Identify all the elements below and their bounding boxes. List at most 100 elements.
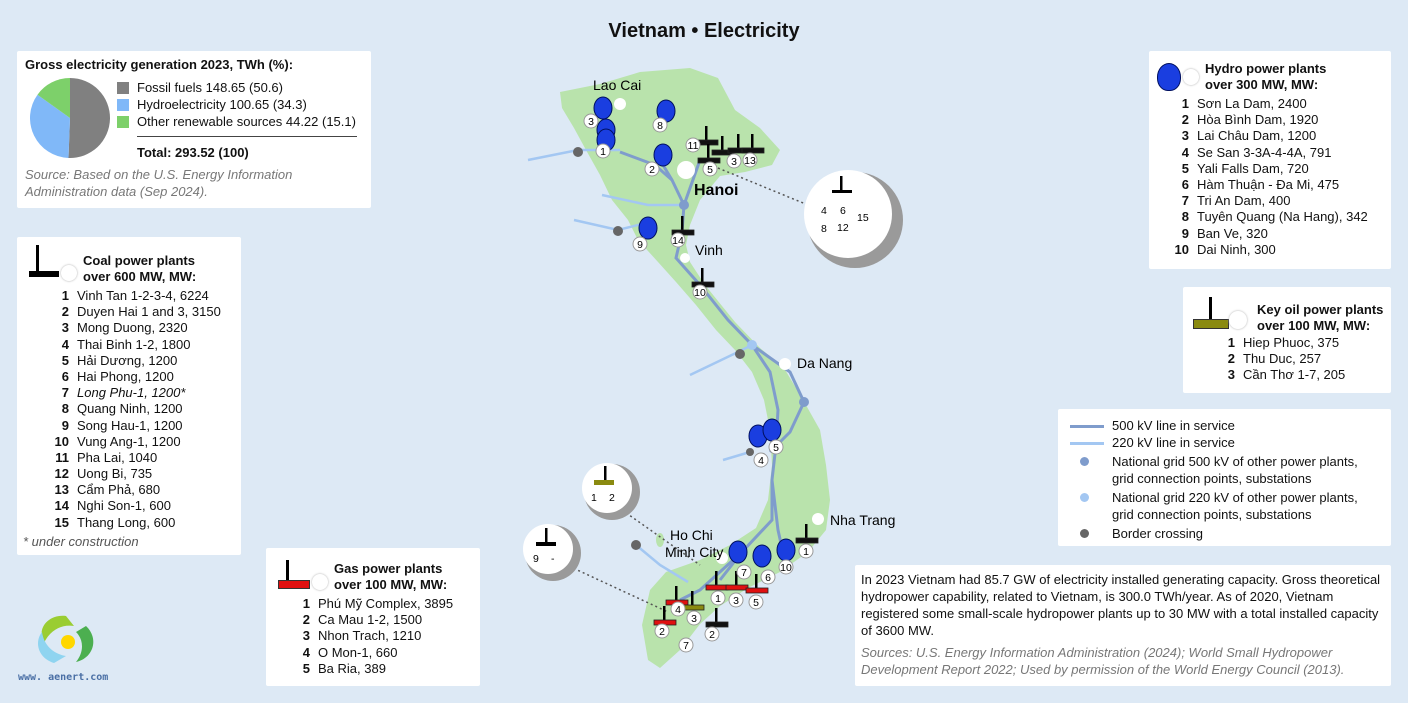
page-title: Vietnam • Electricity bbox=[608, 20, 800, 42]
pie-slice bbox=[68, 78, 110, 158]
plant-number: 1 bbox=[600, 146, 606, 158]
thermal-plant-icon bbox=[795, 537, 819, 544]
plant-number: 9 bbox=[637, 239, 643, 251]
hydro-item: 7 Tri An Dam, 400 bbox=[1167, 193, 1368, 209]
coal-item-label: Nghi Son-1, 600 bbox=[77, 498, 171, 514]
gas-item-number: 3 bbox=[302, 628, 310, 644]
city-hanoi: Hanoi bbox=[694, 182, 738, 199]
plant-number: 10 bbox=[694, 287, 706, 299]
hydro-item: 1 Sơn La Dam, 2400 bbox=[1167, 96, 1368, 112]
thermal-plant-icon bbox=[725, 584, 749, 591]
info-sources: Sources: U.S. Energy Information Adminis… bbox=[861, 645, 1345, 677]
info-panel: In 2023 Vietnam had 85.7 GW of electrici… bbox=[855, 565, 1391, 686]
thermal-plant-icon bbox=[705, 621, 729, 628]
coal-item-label: Quang Ninh, 1200 bbox=[77, 401, 183, 417]
generation-legend-label: Fossil fuels 148.65 (50.6) bbox=[137, 80, 283, 95]
hydro-plant-icon bbox=[752, 544, 772, 568]
generation-title: Gross electricity generation 2023, TWh (… bbox=[25, 57, 294, 72]
svg-text:6: 6 bbox=[840, 205, 846, 217]
plant-number: 5 bbox=[707, 164, 713, 176]
gas-item-label: Phú Mỹ Complex, 3895 bbox=[318, 596, 454, 611]
aenert-logo-icon bbox=[38, 615, 94, 663]
plant-number: 7 bbox=[683, 640, 689, 652]
coal-item-number: 15 bbox=[54, 514, 69, 530]
hydro-item-number: 4 bbox=[1181, 144, 1189, 160]
generation-legend-label: Hydroelectricity 100.65 (34.3) bbox=[137, 97, 307, 112]
map-legend: 500 kV line in service 220 kV line in se… bbox=[1058, 409, 1391, 546]
logo-text: www. aenert.com bbox=[18, 672, 109, 683]
city-vinh: Vinh bbox=[695, 242, 723, 258]
coal-item-number: 3 bbox=[61, 320, 69, 336]
legend-grid500-2: grid connection points, substations bbox=[1112, 471, 1312, 486]
plant-number: 5 bbox=[753, 597, 759, 609]
oil-item-number: 2 bbox=[1227, 351, 1235, 367]
gas-item-label: O Mon-1, 660 bbox=[318, 644, 398, 660]
hydro-item-label: Tri An Dam, 400 bbox=[1197, 193, 1291, 209]
coal-item-number: 1 bbox=[61, 288, 69, 303]
hydro-plant-icon bbox=[593, 96, 613, 120]
coal-item: 8 Quang Ninh, 1200 bbox=[47, 401, 221, 417]
svg-text:15: 15 bbox=[857, 212, 869, 224]
svg-text:8: 8 bbox=[821, 223, 827, 235]
generation-legend-label: Other renewable sources 44.22 (15.1) bbox=[137, 114, 356, 129]
legend-border-crossing: Border crossing bbox=[1112, 526, 1204, 541]
oil-item-label: Hiep Phuoc, 375 bbox=[1243, 335, 1340, 350]
legend-grid220-1: National grid 220 kV of other power plan… bbox=[1112, 490, 1358, 505]
hydro-item-number: 7 bbox=[1181, 193, 1189, 209]
hydro-item-label: Hàm Thuận - Đa Mi, 475 bbox=[1197, 176, 1340, 192]
hydro-item-number: 3 bbox=[1181, 128, 1189, 144]
coal-item-number: 7 bbox=[61, 385, 69, 401]
coal-item-label: Vung Ang-1, 1200 bbox=[77, 433, 181, 449]
coal-item-number: 14 bbox=[54, 498, 69, 514]
hydro-plant-icon bbox=[1157, 61, 1207, 91]
hydro-item-number: 1 bbox=[1181, 96, 1189, 111]
coal-title-2: over 600 MW, MW: bbox=[83, 269, 197, 284]
coal-item-number: 8 bbox=[61, 401, 69, 417]
vietnam-land bbox=[560, 68, 830, 668]
grid-points bbox=[573, 147, 809, 550]
hydro-item-number: 5 bbox=[1181, 160, 1189, 176]
hydro-plant-icon bbox=[638, 216, 658, 240]
lines-500kv bbox=[619, 150, 806, 602]
plant-number: 11 bbox=[688, 140, 699, 152]
island bbox=[656, 533, 664, 547]
legend-500kv-line: 500 kV line in service bbox=[1112, 418, 1235, 433]
plant-number: 6 bbox=[765, 572, 771, 584]
gas-item-label: Ba Ria, 389 bbox=[318, 660, 386, 676]
city-ho-chi-minh-1: Ho Chi bbox=[670, 527, 713, 543]
coal-item-number: 10 bbox=[54, 433, 69, 449]
svg-text:2: 2 bbox=[609, 492, 615, 504]
hydro-item-label: Tuyên Quang (Na Hang), 342 bbox=[1197, 209, 1368, 225]
hydro-plant-icon bbox=[776, 538, 796, 562]
thermal-plant-icon bbox=[745, 587, 769, 594]
aenert-logo: www. aenert.com bbox=[14, 608, 124, 688]
gas-item-label: Nhon Trach, 1210 bbox=[318, 628, 422, 644]
plant-number: 3 bbox=[691, 613, 697, 625]
coal-item-number: 5 bbox=[61, 352, 69, 368]
hydro-item-number: 6 bbox=[1181, 176, 1189, 192]
callout-north: 4 6 15 8 12 bbox=[804, 170, 903, 268]
legend-grid220-2: grid connection points, substations bbox=[1112, 507, 1312, 522]
plant-number: 14 bbox=[672, 235, 684, 247]
plant-number: 2 bbox=[649, 164, 655, 176]
generation-source: Source: Based on the U.S. Energy Informa… bbox=[25, 167, 293, 199]
hydro-item-number: 10 bbox=[1174, 241, 1189, 257]
hydro-item-label: Sơn La Dam, 2400 bbox=[1197, 96, 1307, 111]
